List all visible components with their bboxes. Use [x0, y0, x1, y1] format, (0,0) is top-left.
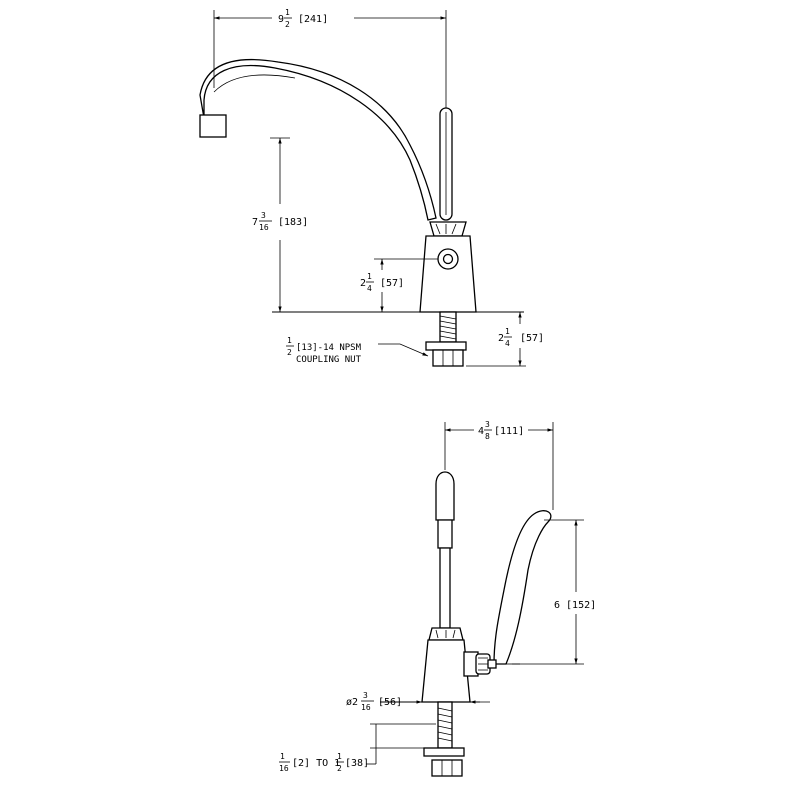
- threaded-shank-front: [423, 701, 465, 757]
- handle-height-whole: 2: [360, 278, 366, 289]
- faucet-body-front: [421, 627, 497, 703]
- spout-reach-whole: 9: [278, 14, 284, 25]
- dimension-body-diameter: ø2 3 16 [56]: [346, 691, 490, 712]
- body-diameter-metric: [56]: [378, 697, 402, 708]
- dimension-shank-length: 2 1 4 [57]: [466, 312, 544, 367]
- shank-length-whole: 2: [498, 333, 504, 344]
- handle-reach-den: 8: [485, 432, 490, 441]
- coupling-nut-label: COUPLING NUT: [296, 355, 362, 365]
- spout: [199, 58, 437, 221]
- dimension-handle-length: 6 [152]: [512, 519, 596, 665]
- mount-range-den1: 16: [279, 764, 289, 773]
- wrist-handle-side: [439, 107, 453, 221]
- shank-length-den: 4: [505, 339, 510, 348]
- mount-range-mid: [2] TO 1: [292, 758, 340, 769]
- handle-reach-num: 3: [485, 420, 490, 429]
- dimension-spout-reach: 9 1 2 [241]: [213, 8, 447, 108]
- handle-height-metric: [57]: [380, 278, 404, 289]
- mount-range-num2: 1: [337, 752, 342, 761]
- coupling-nut-size: [13]-14 NPSM: [296, 343, 362, 353]
- faucet-body: [419, 221, 477, 313]
- front-elevation-view: 4 3 8 [111] 6 [152] ø2 3 16 [56]: [279, 420, 596, 777]
- spout-reach-metric: [241]: [298, 14, 328, 25]
- dimension-handle-height: 2 1 4 [57]: [360, 258, 438, 312]
- mount-range-num1: 1: [280, 752, 285, 761]
- spout-front: [435, 471, 455, 629]
- dimension-mount-range: 1 16 [2] TO 1 1 2 [38]: [279, 723, 436, 773]
- coupling-nut-front: [431, 759, 463, 777]
- body-diameter-num: 3: [363, 691, 368, 700]
- spout-reach-num: 1: [285, 8, 290, 17]
- shank-length-metric: [57]: [520, 333, 544, 344]
- threaded-shank: [439, 311, 457, 343]
- handle-reach-whole: 4: [478, 426, 484, 437]
- spout-height-den: 16: [259, 223, 269, 232]
- side-elevation-view: 9 1 2 [241] 7 3 16 [183] 2 1 4 [57]: [199, 8, 544, 367]
- handle-length-label: 6 [152]: [554, 600, 596, 611]
- coupling-nut: [425, 341, 467, 367]
- coupling-nut-den: 2: [287, 348, 292, 357]
- coupling-nut-callout: 1 2 [13]-14 NPSM COUPLING NUT: [286, 336, 429, 365]
- spout-height-num: 3: [261, 211, 266, 220]
- dimension-spout-height: 7 3 16 [183]: [252, 137, 308, 312]
- body-diameter-den: 16: [361, 703, 371, 712]
- shank-length-num: 1: [505, 327, 510, 336]
- spout-height-whole: 7: [252, 217, 258, 228]
- dimension-handle-reach: 4 3 8 [111]: [444, 420, 554, 510]
- wrist-handle-front: [493, 510, 552, 665]
- body-diameter-prefix: ø2: [346, 697, 358, 708]
- handle-reach-metric: [111]: [494, 426, 524, 437]
- handle-height-den: 4: [367, 284, 372, 293]
- handle-height-num: 1: [367, 272, 372, 281]
- spout-height-metric: [183]: [278, 217, 308, 228]
- spout-reach-den: 2: [285, 20, 290, 29]
- mount-range-metric: [38]: [345, 758, 369, 769]
- mount-range-den2: 2: [337, 764, 342, 773]
- coupling-nut-num: 1: [287, 336, 292, 345]
